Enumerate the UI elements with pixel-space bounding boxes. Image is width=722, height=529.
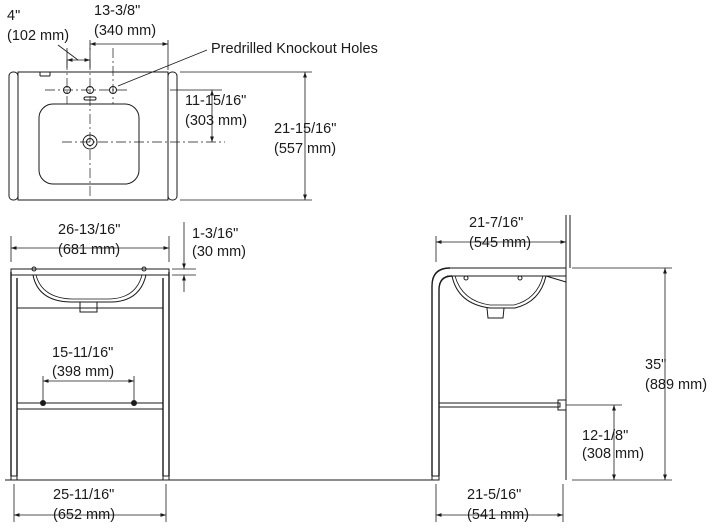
side-view-countertop [447, 267, 567, 277]
dim-1-inch: 1-3/16" [192, 226, 238, 242]
dim-1-mm: (30 mm) [192, 244, 246, 260]
dim-21-7-mm: (545 mm) [469, 235, 531, 251]
front-right-foot [162, 475, 170, 481]
front-view: 26-13/16" (681 mm) 1-3/16" (30 mm) 15-11… [5, 222, 435, 523]
dim-21-7-inch: 21-7/16" [469, 215, 523, 231]
side-view-shelf [438, 402, 561, 408]
dim-35-mm: (889 mm) [645, 377, 707, 393]
dim-11-inch: 11-15/16" [185, 93, 246, 109]
dim-13-inch: 13-3/8" [94, 3, 140, 19]
dim-11-mm: (303 mm) [185, 113, 247, 129]
front-view-shelf [16, 402, 164, 410]
front-view-basin [32, 274, 147, 303]
dim-21-15-mm: (557 mm) [274, 141, 336, 157]
top-view-basin [38, 103, 140, 185]
dim-21-5-inch: 21-5/16" [467, 487, 521, 503]
side-shelf-bracket [557, 399, 567, 411]
dim-26-inch: 26-13/16" [58, 222, 120, 238]
top-view-right-leg [167, 71, 178, 201]
side-foot [431, 475, 440, 481]
top-view-left-leg [8, 71, 19, 201]
dim-25-mm: (652 mm) [53, 507, 115, 523]
dim-15-inch: 15-11/16" [52, 345, 113, 361]
dim-13-mm: (340 mm) [94, 23, 156, 39]
dim-25-inch: 25-11/16" [53, 487, 114, 503]
dim-26-mm: (681 mm) [58, 242, 120, 258]
dim-4-inch: 4" [7, 8, 20, 24]
side-view-basin [451, 275, 547, 309]
dim-35-inch: 35" [645, 357, 666, 373]
dim-15-mm: (398 mm) [52, 364, 114, 380]
dim-21-15-inch: 21-15/16" [274, 121, 336, 137]
side-view: 21-7/16" (545 mm) 35" (889 mm) 12-1/8" (… [431, 215, 707, 523]
dim-4-mm: (102 mm) [7, 28, 69, 44]
top-view: 4" (102 mm) 13-3/8" (340 mm) Predrilled … [7, 3, 378, 201]
front-left-foot [10, 475, 18, 481]
dim-12-inch: 12-1/8" [582, 428, 628, 444]
knockout-holes-callout: Predrilled Knockout Holes [211, 41, 378, 57]
dim-21-5-mm: (541 mm) [467, 507, 529, 523]
dim-12-mm: (308 mm) [582, 446, 644, 462]
